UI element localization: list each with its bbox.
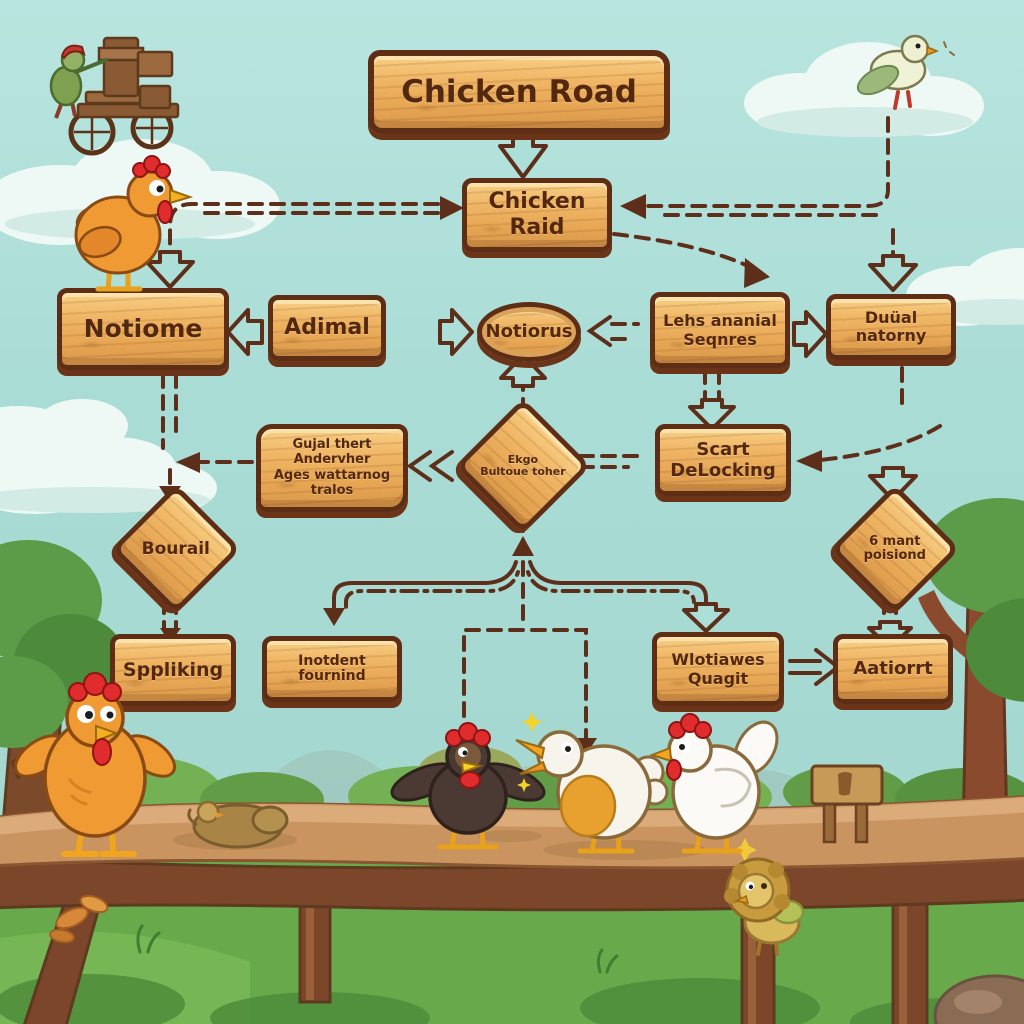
node-qujal-thert: Gujal thert Andervher Ages wattarnog tra… <box>256 424 408 512</box>
node-scart-delocking: Scart DeLocking <box>655 424 791 496</box>
grass-sprigs <box>136 924 619 974</box>
node-adimal: Adimal <box>268 295 386 361</box>
node-label: Inotdent fournind <box>298 652 366 684</box>
node-chicken-road-title: Chicken Road <box>368 50 670 134</box>
node-label: Duüal natorny <box>855 308 927 345</box>
node-inotdent-fournind: Inotdent fournind <box>262 636 402 702</box>
node-label: Quagit <box>687 668 749 688</box>
node-label: Chicken <box>488 189 586 215</box>
node-label: Notiome <box>83 314 203 344</box>
node-label: tralos <box>310 482 354 498</box>
node-label: Seqnres <box>683 329 757 349</box>
node-label: Chicken Road <box>401 73 637 110</box>
fallen-leaves <box>49 894 109 944</box>
node-label: Lehs ananial <box>663 310 777 330</box>
node-label: Gujal thert <box>292 436 372 452</box>
node-lehs-ananial: Lehs ananial Seqnres <box>650 292 790 368</box>
node-label: Scart <box>696 438 750 460</box>
node-aatiorrt: Aatiorrt <box>833 634 953 704</box>
node-label: 6 mant <box>869 533 921 549</box>
node-label: Aatiorrt <box>853 658 933 680</box>
node-label: Andervher <box>293 452 371 468</box>
node-label: Raid <box>509 214 565 240</box>
node-label: Notiorus <box>485 321 573 343</box>
node-notiorus: Notiorus <box>477 302 581 362</box>
node-duual-natorny: Duüal natorny <box>826 294 956 360</box>
node-wlotiawes-quagit: Wlotiawes Quagit <box>652 632 784 706</box>
node-label: Wlotiawes <box>671 649 765 669</box>
node-label: Adimal <box>284 314 370 340</box>
node-label: poisiond <box>863 548 927 563</box>
node-label-wrap: Ekgo Bultoue toher <box>463 453 583 478</box>
node-label: Bourail <box>141 538 211 559</box>
node-notiome: Notiome <box>57 288 229 370</box>
cloud-left-mid <box>0 399 217 514</box>
node-label: Sppliking <box>122 658 224 681</box>
node-label: Bultoue toher <box>480 465 566 478</box>
node-label: Ages wattarnog <box>273 467 391 483</box>
node-label: DeLocking <box>670 459 776 481</box>
node-sppliking: Sppliking <box>110 634 236 706</box>
node-label-wrap: 6 mant poisiond <box>835 533 955 564</box>
node-chicken-raid: Chicken Raid <box>462 178 612 252</box>
node-label-wrap: Bourail <box>116 538 236 559</box>
rock <box>933 974 1024 1024</box>
